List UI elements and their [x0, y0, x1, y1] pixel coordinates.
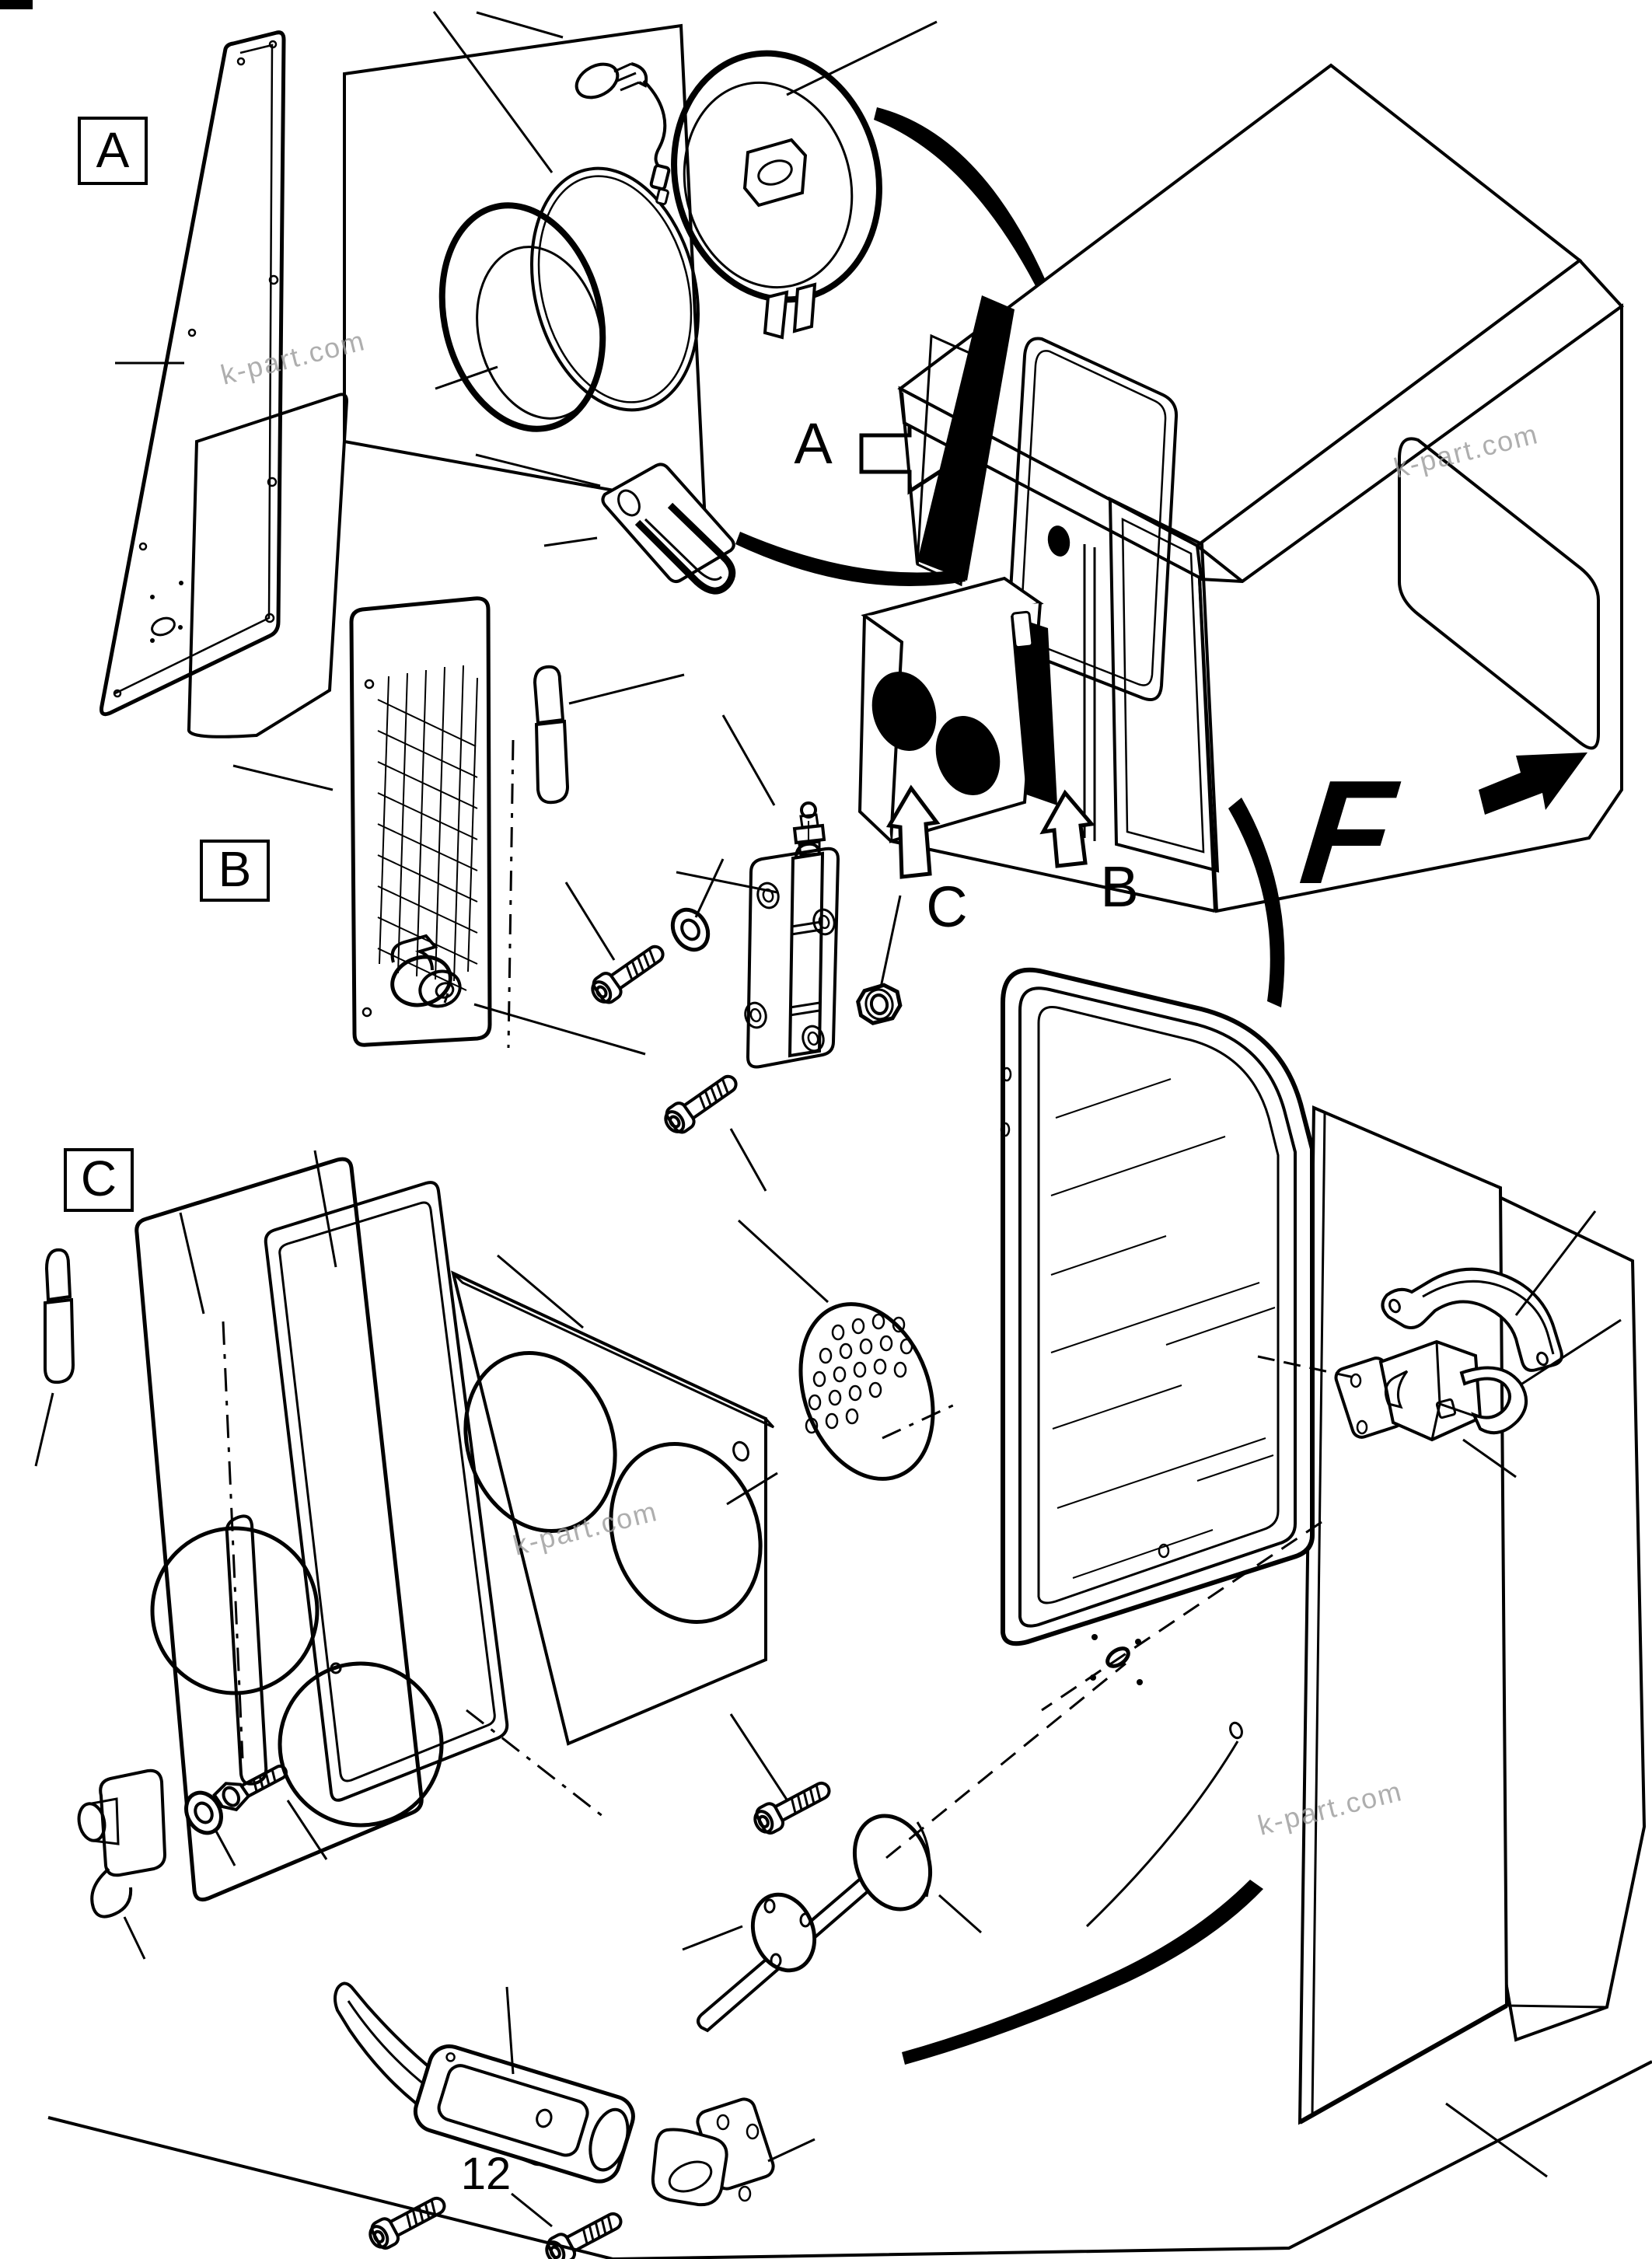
- cab-overview: k-part.com C B: [857, 63, 1624, 1007]
- leader-line: [786, 20, 938, 96]
- door-latch: [1257, 1318, 1622, 1479]
- cab-right-window: [1398, 437, 1600, 750]
- latch-knob: [77, 1768, 167, 1960]
- cab-lock-hole: [1047, 525, 1070, 557]
- headlamp-gasket-ring: [529, 166, 700, 412]
- mount-hole-marker: [1041, 1521, 1322, 1712]
- handle-latch-group: [1257, 1210, 1622, 1479]
- cab-headlamp-box: [857, 576, 1057, 843]
- grille-back-panel: [187, 393, 349, 738]
- leader-line: [511, 2192, 553, 2228]
- perforated-mesh-disc: [737, 1219, 957, 1481]
- latch-catch: [651, 2097, 816, 2207]
- glass-hatching: [1050, 1078, 1276, 1579]
- cab-lower-door-panel: [1083, 496, 1220, 873]
- door-assembly: k-part.com: [902, 967, 1647, 2178]
- lamp-inner-panel: [451, 1254, 778, 1821]
- stay-bolt: [750, 1775, 835, 1838]
- view-c-letter: C: [926, 875, 967, 939]
- arrow-view-c: C: [885, 784, 968, 939]
- grille-mesh-door: [232, 596, 515, 1049]
- leader-line: [476, 11, 564, 39]
- section-c-label: C: [81, 1150, 117, 1206]
- lamp-door-skin: [134, 1157, 444, 1902]
- hex-bolt: [212, 1756, 292, 1816]
- hinge-nut: [856, 983, 903, 1025]
- door-inner-panel: [1298, 1105, 1509, 2125]
- hinge-pin: [533, 665, 685, 805]
- grab-handle: [1381, 1210, 1597, 1372]
- arrow-view-b: B: [1039, 789, 1139, 919]
- grease-nipple: [721, 714, 826, 857]
- section-a: A: [78, 11, 1115, 717]
- section-a-label: A: [96, 122, 130, 178]
- cab-door-window: [1006, 337, 1179, 701]
- arrow-view-a: A: [794, 411, 971, 495]
- door-window-frame: [1000, 967, 1315, 1646]
- hinge-pin: [34, 1248, 75, 1467]
- door-stay-rod: [682, 1662, 1126, 2033]
- hinge-bolt: [658, 1067, 745, 1140]
- section-c-label-box: C: [64, 1148, 134, 1212]
- section-b: B: [187, 393, 685, 1056]
- page-corner-mark: [0, 0, 33, 9]
- lamp-mount-panel: [343, 23, 707, 509]
- section-a-label-box: A: [78, 117, 148, 185]
- part-number-12[interactable]: 12: [461, 2149, 512, 2199]
- hinge-bolt: [585, 937, 672, 1010]
- headlamp-bezel: [671, 50, 882, 340]
- washer: [665, 903, 714, 956]
- swoosh-arc: [1228, 798, 1285, 1007]
- handle-housing: [413, 1986, 635, 2184]
- bottom-hardware: 12: [334, 1662, 1126, 2259]
- hinge-assembly: [564, 714, 903, 1192]
- view-a-letter: A: [794, 411, 833, 476]
- watermark: k-part.com: [510, 1495, 661, 1562]
- view-b-letter: B: [1100, 854, 1138, 919]
- lock-cylinder: [390, 934, 646, 1056]
- window-seal-frame: [264, 1150, 509, 1802]
- cab-front-pillar-black: [917, 295, 1015, 581]
- direction-marker: F: [1294, 750, 1587, 915]
- door-striker-plate: [475, 453, 736, 595]
- hinge-body: [676, 842, 840, 1069]
- section-b-label-box: B: [200, 840, 270, 902]
- swoosh-arc: [735, 532, 966, 586]
- section-b-label: B: [218, 841, 252, 897]
- leader-line: [432, 11, 554, 173]
- page-border-lines: [47, 2060, 1652, 2259]
- cab-front-windshield: [916, 333, 978, 587]
- direction-f-letter: F: [1294, 750, 1405, 914]
- section-c: C: [34, 1148, 957, 1960]
- headlamp-bulb: [575, 62, 671, 206]
- swoosh-arc: [902, 1880, 1263, 2065]
- direction-f-arrow: [1479, 752, 1587, 815]
